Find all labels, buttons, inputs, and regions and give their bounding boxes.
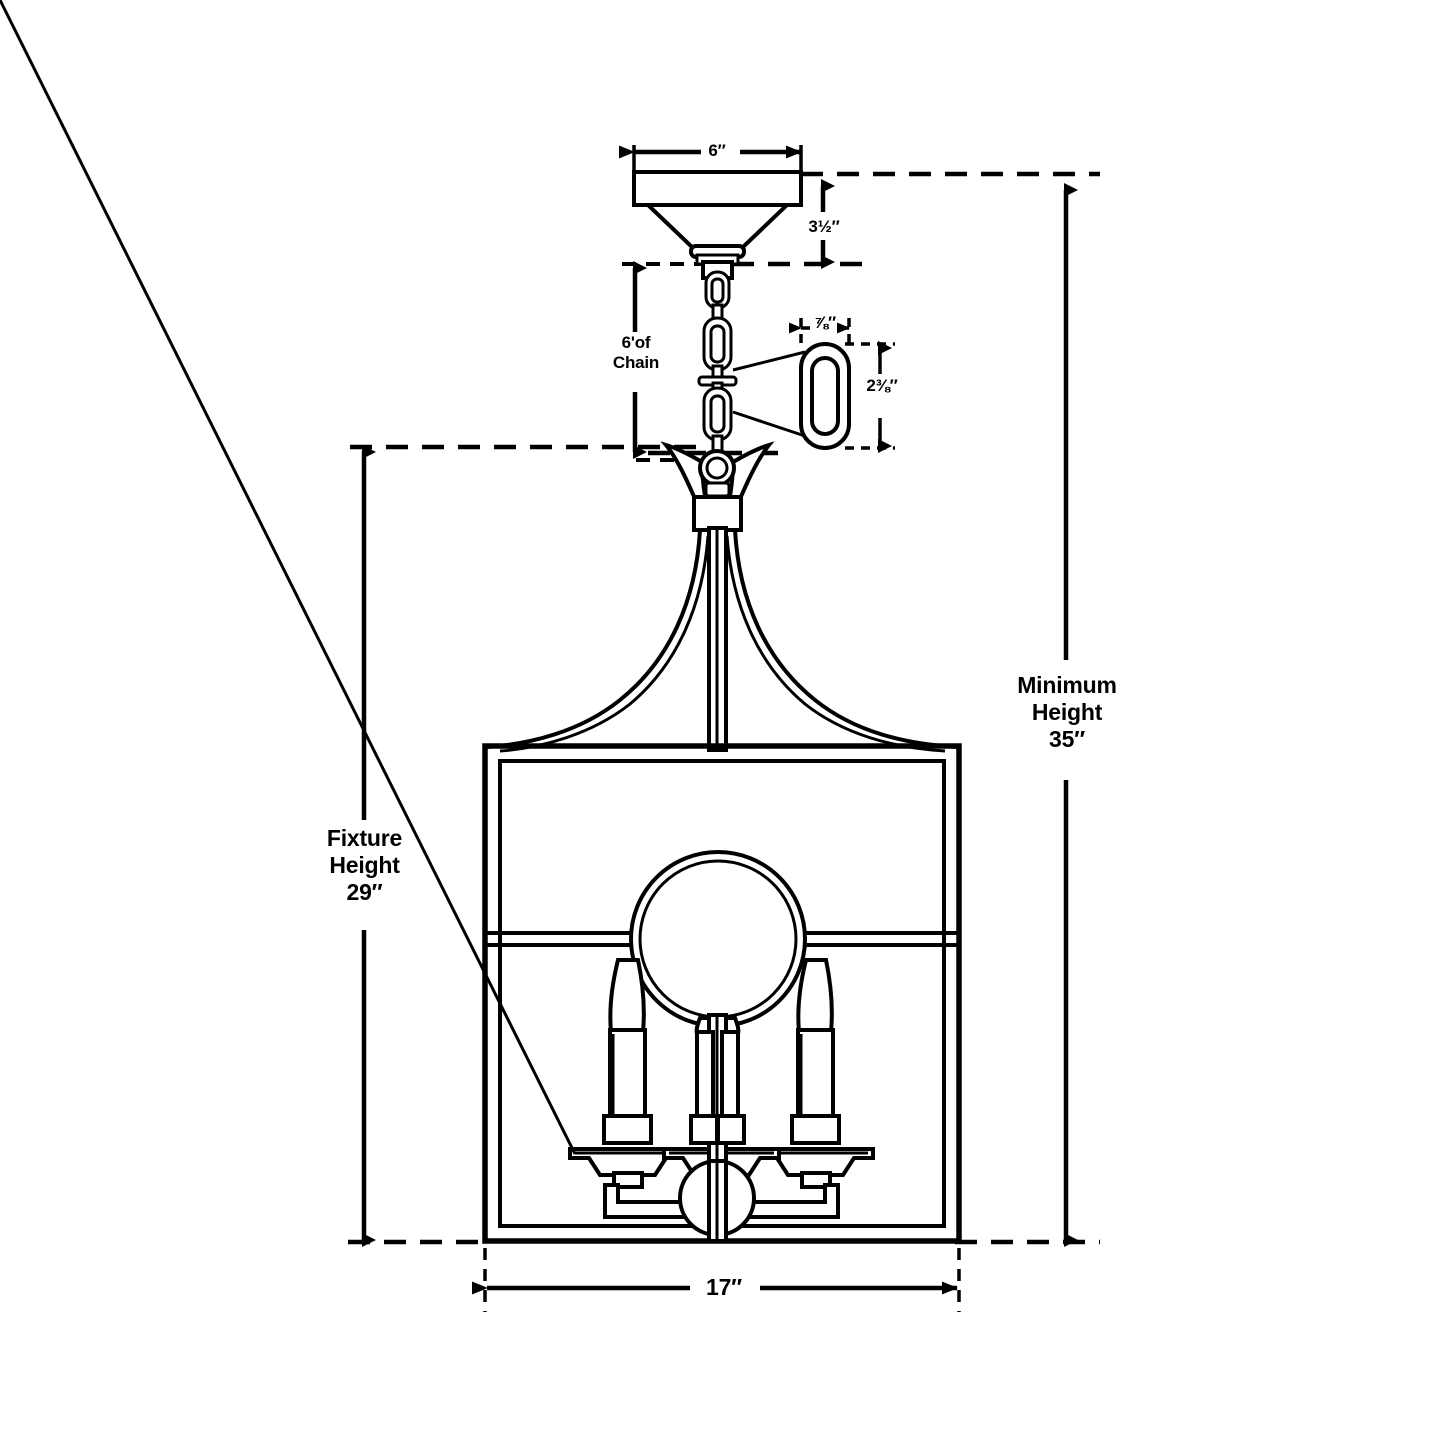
chain-link-height-label: 2⅜″ [866, 376, 898, 395]
fixture-height-label: Fixture Height 29″ [326, 825, 403, 906]
canopy-width-extensions [619, 145, 803, 172]
chain-link-width-label: ⅞″ [814, 313, 836, 332]
center-sphere [678, 1159, 756, 1243]
canopy-width-label: 6″ [708, 141, 726, 160]
candle-cluster [0, 0, 875, 1243]
center-ring [629, 850, 807, 1028]
chain-link-detail [732, 318, 895, 453]
canopy [632, 170, 803, 280]
canopy-drop-label: 3½″ [808, 217, 840, 236]
chain-length-label: 6'of Chain [612, 333, 660, 373]
fixture-width-dimension [472, 1248, 961, 1312]
fixture-width-label: 17″ [705, 1274, 742, 1300]
minimum-height-label: Minimum Height 35″ [1017, 672, 1117, 753]
crown-finial [660, 441, 775, 752]
chain [697, 270, 738, 458]
